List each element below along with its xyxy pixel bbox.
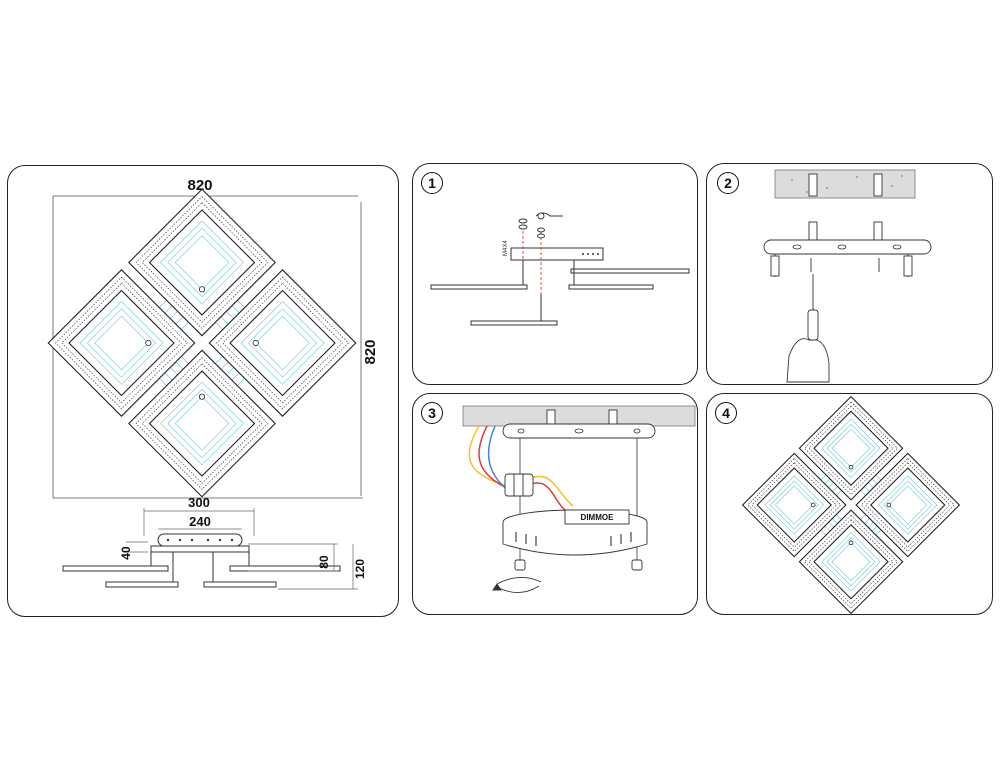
dim-body-height: 80 <box>317 555 331 569</box>
lamp-ring-left <box>741 452 847 558</box>
lamp-assembled-view <box>741 395 961 615</box>
step-3-drawing: DIMMOE <box>462 405 696 593</box>
dim-height-side: 820 <box>362 339 379 364</box>
ceiling <box>774 169 916 199</box>
arm-bottom <box>470 320 558 326</box>
lamp-ring-bottom <box>798 509 904 615</box>
dim-width-top: 820 <box>187 177 212 194</box>
lamp-dimension-drawing: 820 820 <box>47 177 379 590</box>
lamp-side-view <box>62 508 358 590</box>
lamp-ring-bottom <box>128 349 276 498</box>
lamp-ring-top <box>798 395 904 501</box>
arm-left <box>430 284 528 290</box>
lamp-ring-right <box>208 269 357 417</box>
step-1-drawing: M4X4 <box>430 212 690 326</box>
step-1-badge: 1 <box>421 172 443 194</box>
dim-plate-width: 240 <box>189 514 211 529</box>
lamp-top-view <box>47 188 357 498</box>
lamp-ring-left <box>47 269 196 417</box>
screwdriver <box>786 274 830 383</box>
arm-right <box>568 284 654 290</box>
step-3-panel: 3 <box>412 393 698 615</box>
ceiling <box>462 405 696 427</box>
arm-far-right <box>570 268 690 274</box>
dimensions-panel: 820 820 <box>7 165 399 617</box>
mounting-plate <box>510 247 604 261</box>
terminal-block <box>504 473 534 497</box>
dim-plate-height: 40 <box>119 546 133 560</box>
step-1-panel: 1 M4X4 <box>412 163 698 385</box>
dim-base-width: 300 <box>188 495 210 510</box>
mounting-bracket <box>763 239 932 255</box>
driver-housing <box>502 509 648 556</box>
step-2-badge: 2 <box>717 172 739 194</box>
step-2-panel: 2 <box>706 163 993 385</box>
step-2-drawing <box>763 169 932 383</box>
svg-text:M4X4: M4X4 <box>503 240 509 256</box>
dim-total-height: 120 <box>353 559 367 579</box>
dimmode-label: DIMMOE <box>581 513 615 522</box>
step-4-drawing <box>741 395 961 615</box>
lamp-ring-right <box>855 452 961 558</box>
lamp-ring-top <box>128 188 276 337</box>
step-3-badge: 3 <box>421 402 443 424</box>
step-4-panel: 4 <box>706 393 993 615</box>
step-4-badge: 4 <box>715 402 737 424</box>
